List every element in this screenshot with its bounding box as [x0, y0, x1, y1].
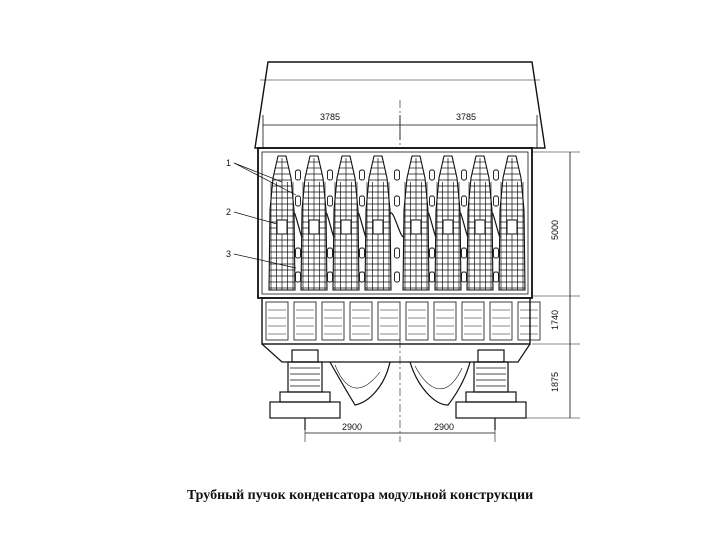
tube-bundle [364, 155, 392, 291]
partition-plug [295, 195, 301, 207]
partition-plug [429, 247, 435, 259]
steam-passage [325, 212, 335, 238]
tube-bundle [332, 155, 360, 291]
hotwell-cell [517, 301, 541, 341]
partition-plug [295, 247, 301, 259]
partition-plug [327, 169, 333, 181]
partition-plug [429, 169, 435, 181]
partition-plug [493, 169, 499, 181]
partition-plug [327, 271, 333, 283]
dimension-label-right-middle: 1740 [550, 310, 560, 330]
partition-plug [327, 195, 333, 207]
hotwell-cell [349, 301, 373, 341]
tube-bundle [466, 155, 494, 291]
hotwell-cell [433, 301, 457, 341]
dimension-label-right-lower: 1875 [550, 372, 560, 392]
tube-bundle [268, 155, 296, 291]
figure-caption: Трубный пучок конденсатора модульной кон… [186, 488, 534, 503]
partition-plug [394, 271, 400, 283]
steam-passage [293, 212, 303, 238]
tube-bundle [300, 155, 328, 291]
partition-plug [295, 169, 301, 181]
dimension-label-bottom-left: 2900 [342, 422, 362, 432]
hotwell-cell [405, 301, 429, 341]
partition-plug [327, 247, 333, 259]
left-bulb [329, 361, 391, 406]
callout-3: 3 [226, 249, 231, 259]
hotwell-cell [489, 301, 513, 341]
hotwell-box [261, 297, 531, 345]
steam-passage [389, 212, 405, 238]
partition-plug [493, 271, 499, 283]
partition-plug [461, 195, 467, 207]
callout-1: 1 [226, 158, 231, 168]
steam-passage [427, 212, 437, 238]
partition-plug [461, 169, 467, 181]
partition-plug [429, 271, 435, 283]
partition-plug [359, 271, 365, 283]
dimension-label-top-left: 3785 [320, 112, 340, 122]
upper-housing [254, 61, 546, 149]
right-support [455, 349, 527, 430]
partition-plug [359, 195, 365, 207]
callout-2: 2 [226, 207, 231, 217]
partition-plug [461, 271, 467, 283]
right-bulb [409, 361, 471, 406]
dimension-label-right-upper: 5000 [550, 220, 560, 240]
partition-plug [359, 247, 365, 259]
partition-plug [461, 247, 467, 259]
tube-bundle [498, 155, 526, 291]
hotwell-cell [265, 301, 289, 341]
hotwell-cell [321, 301, 345, 341]
partition-plug [493, 195, 499, 207]
tube-bundle [434, 155, 462, 291]
partition-plug [394, 195, 400, 207]
hotwell-cell [377, 301, 401, 341]
partition-plug [394, 169, 400, 181]
left-support [269, 349, 341, 430]
steam-passage [459, 212, 469, 238]
partition-plug [359, 169, 365, 181]
dimension-label-bottom-right: 2900 [434, 422, 454, 432]
hotwell-cell [461, 301, 485, 341]
tube-bundle [402, 155, 430, 291]
steam-passage [491, 212, 501, 238]
hotwell-cell [293, 301, 317, 341]
steam-passage [357, 212, 367, 238]
partition-plug [429, 195, 435, 207]
partition-plug [295, 271, 301, 283]
dimension-label-top-right: 3785 [456, 112, 476, 122]
partition-plug [493, 247, 499, 259]
partition-plug [394, 247, 400, 259]
